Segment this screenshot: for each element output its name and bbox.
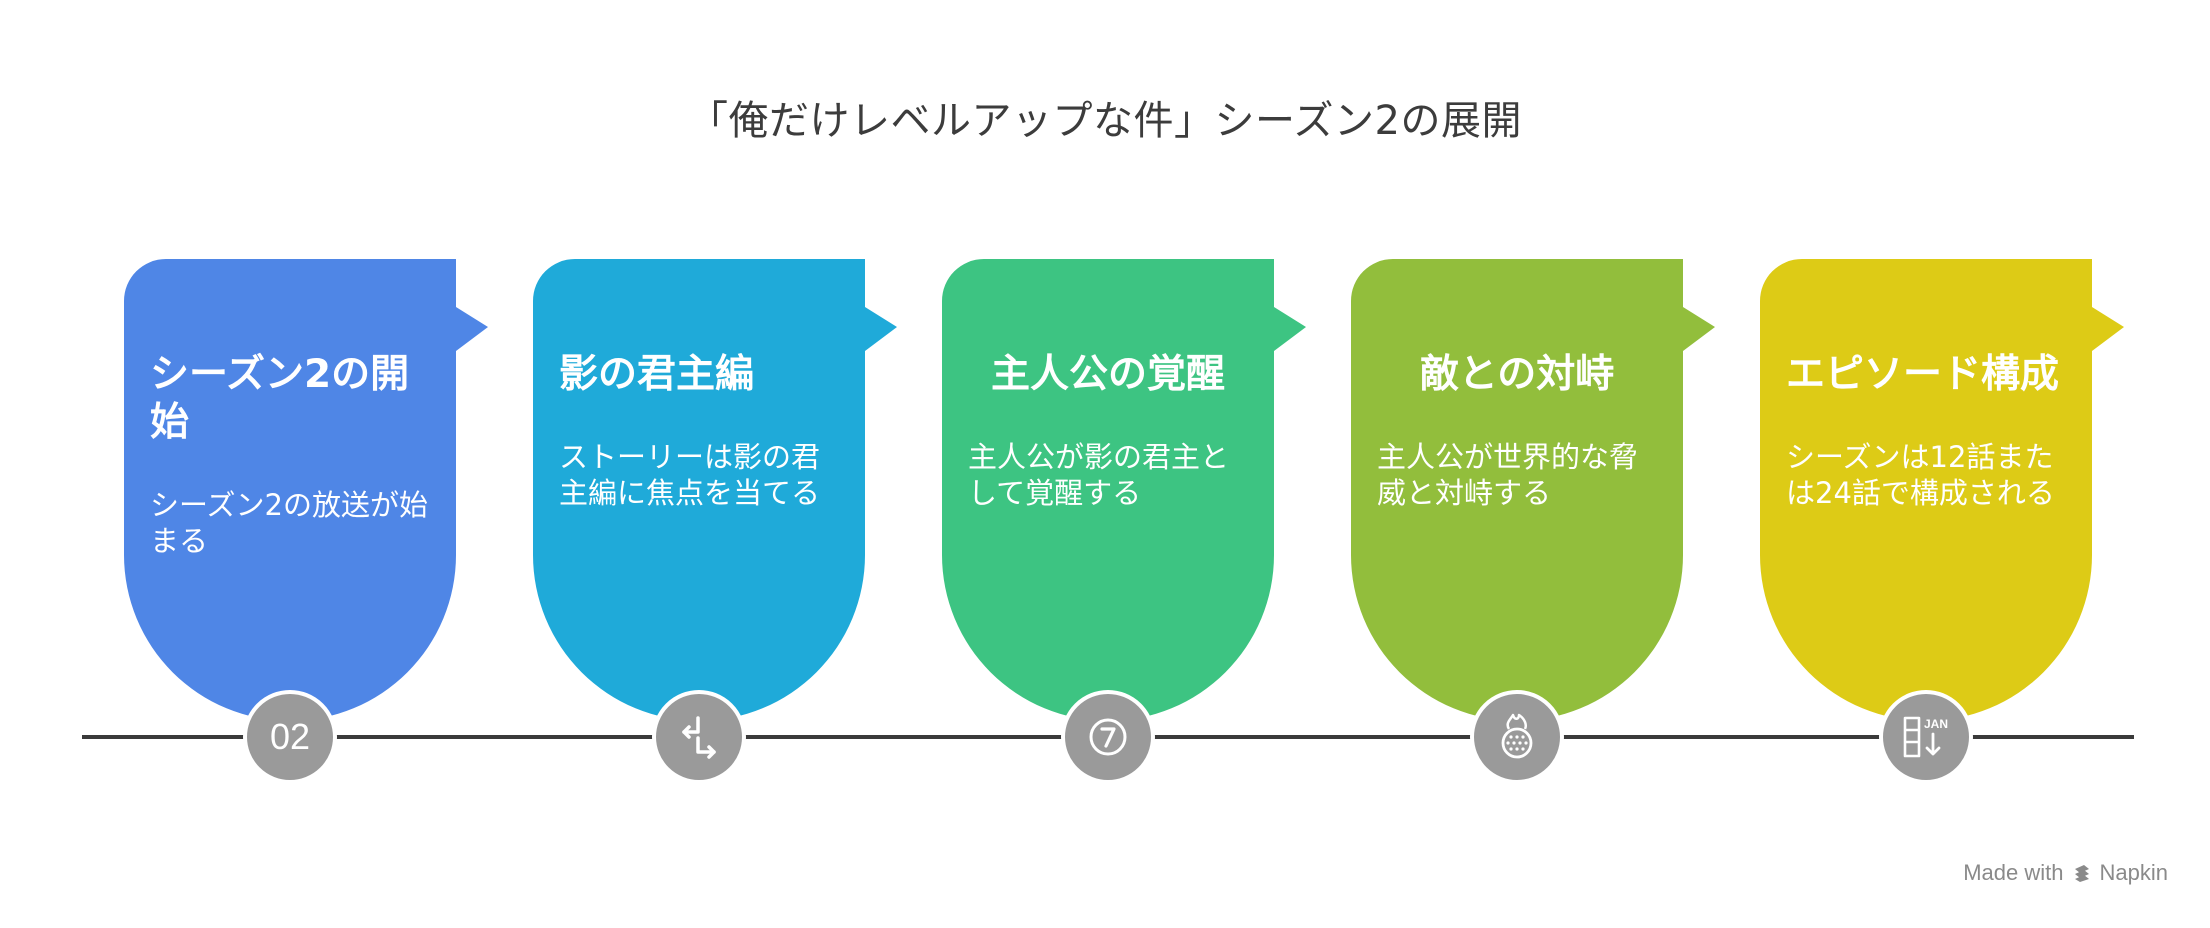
card-description: シーズンは12話または24話で構成される (1786, 440, 2055, 510)
made-with-label: Made with (1963, 860, 2064, 885)
card-title: 主人公の覚醒 (990, 352, 1225, 397)
diagram-title: 「俺だけレベルアップな件」シーズン2の展開 (688, 98, 1522, 144)
burning-globe-icon (1501, 713, 1533, 759)
card-content: シーズン2の開始 シーズン2の放送が始まる (150, 351, 430, 559)
timeline-card-confronting-enemies: 敵との対峙 主人公が世界的な脅威と対峙する (1351, 259, 1715, 721)
timeline-card-shadow-monarch-arc: 影の君主編 ストーリーは影の君主編に焦点を当てる (533, 259, 897, 721)
timeline-node-5: JAN (1879, 690, 1973, 784)
card-content: 主人公の覚醒 主人公が影の君主として覚醒する (968, 351, 1248, 511)
number-seven-circle-icon (1089, 718, 1127, 756)
timeline-node-1: 02 (243, 690, 337, 784)
card-content: 敵との対峙 主人公が世界的な脅威と対峙する (1377, 351, 1657, 511)
calendar-sort-icon: JAN (1903, 716, 1948, 758)
napkin-logo-icon (2074, 865, 2089, 882)
card-shape (1351, 259, 1715, 721)
branching-arrows-icon (682, 716, 716, 759)
card-title: シーズン2の開始 (150, 352, 410, 445)
napkin-brand-label: Napkin (2099, 860, 2168, 885)
timeline-node-2 (652, 690, 746, 784)
card-shape (533, 259, 897, 721)
card-description: シーズン2の放送が始まる (150, 488, 429, 558)
card-shape (124, 259, 488, 721)
timeline-card-episode-structure: エピソード構成 シーズンは12話または24話で構成される (1760, 259, 2124, 721)
made-with-napkin-credit: Made with Napkin (1963, 860, 2168, 886)
number-02-icon: 02 (269, 716, 311, 757)
timeline-card-season-start: シーズン2の開始 シーズン2の放送が始まる (124, 259, 488, 721)
card-shape (942, 259, 1306, 721)
card-description: 主人公が世界的な脅威と対峙する (1377, 440, 1639, 510)
timeline-node-3 (1061, 690, 1155, 784)
card-title: 敵との対峙 (1419, 352, 1615, 397)
timeline-node-4 (1470, 690, 1564, 784)
card-description: 主人公が影の君主として覚醒する (968, 440, 1230, 510)
svg-text:JAN: JAN (1924, 717, 1948, 731)
card-content: 影の君主編 ストーリーは影の君主編に焦点を当てる (559, 351, 839, 511)
card-description: ストーリーは影の君主編に焦点を当てる (559, 440, 821, 510)
card-shape (1760, 259, 2124, 721)
timeline-card-awakening: 主人公の覚醒 主人公が影の君主として覚醒する (942, 259, 1306, 721)
card-title: 影の君主編 (559, 352, 755, 397)
card-content: エピソード構成 シーズンは12話または24話で構成される (1786, 351, 2066, 511)
card-title: エピソード構成 (1786, 352, 2060, 397)
